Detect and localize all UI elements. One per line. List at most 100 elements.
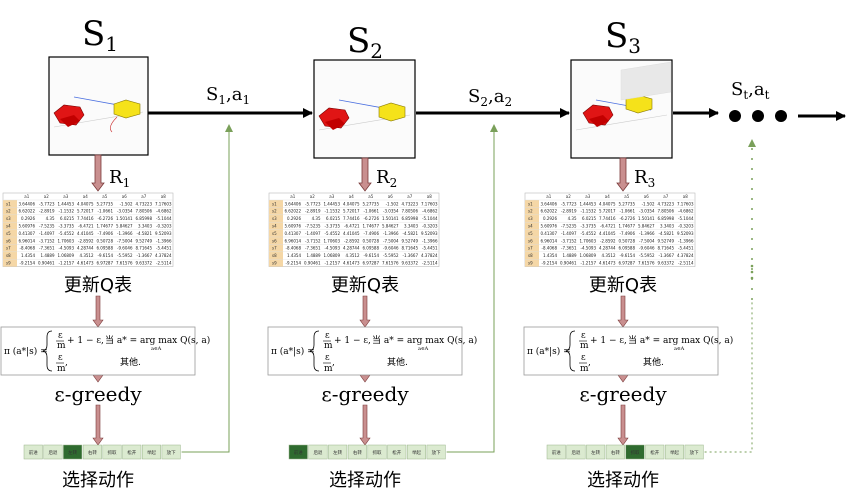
update-q-label: 更新Q表 [331,275,399,296]
action-button[interactable]: 右转 [605,444,625,460]
svg-text:后退: 后退 [313,449,322,456]
q-cell: 8.71645 [401,246,418,251]
q-cell: 1.74677 [618,224,635,229]
action-button[interactable]: 右转 [82,444,102,460]
action-button[interactable]: 左转 [586,444,606,460]
action-button[interactable]: 举起 [664,444,684,460]
q-cell: 7.74416 [599,216,616,221]
q-cell: 7.74416 [343,216,360,221]
action-button[interactable]: 后退 [308,444,328,460]
q-cell: 1.50141 [638,216,655,221]
q-cell: 6.96014 [18,238,35,243]
q-cell: 4.28744 [599,246,616,251]
q-cell: 7.17603 [677,201,694,206]
action-button[interactable]: 前进 [23,444,43,460]
q-cell: 0.50728 [96,238,113,243]
q-row-header: s9 [272,261,277,266]
action-button[interactable]: 松开 [645,444,665,460]
q-cell: 5.84627 [638,224,655,229]
svg-text:m: m [324,364,333,374]
q-cell: -1.3966 [639,231,655,236]
action-button[interactable]: 放下 [684,444,704,460]
q-row-header: s1 [272,201,277,206]
q-cell: 6.09588 [618,246,635,251]
q-cell: -9.6154 [364,253,380,258]
q-cell: 1.4354 [287,253,301,258]
svg-text:松开: 松开 [127,449,136,456]
action-button[interactable]: 抓取 [625,444,645,460]
q-cell: 1.44453 [579,201,596,206]
q-cell: -2.8592 [78,238,94,243]
q-row-header: s7 [272,246,277,251]
q-cell: -5.4552 [581,231,597,236]
reward-label: R3 [634,167,655,190]
action-button[interactable]: 举起 [141,444,161,460]
q-cell: 4.37824 [677,253,694,258]
q-cell: -5.4552 [59,231,75,236]
svg-text:右转: 右转 [611,449,620,456]
action-button[interactable]: 松开 [387,444,407,460]
q-cell: -3.3735 [581,224,597,229]
svg-text:其他.: 其他. [643,356,664,368]
action-button[interactable]: 右转 [347,444,367,460]
q-cell: 4.37824 [155,253,172,258]
action-button[interactable]: 左转 [63,444,83,460]
q-row-header: s9 [528,261,533,266]
action-button[interactable]: 放下 [161,444,181,460]
q-cell: -0.3203 [422,224,438,229]
action-button[interactable]: 松开 [122,444,142,460]
q-cell: 6.97287 [618,261,635,266]
simulation-image [48,56,149,156]
q-cell: 6.97287 [96,261,113,266]
q-cell: 4.3512 [80,253,94,258]
action-button[interactable]: 后退 [566,444,586,460]
q-cell: -1.0661 [98,209,114,214]
svg-text:其他.: 其他. [387,356,408,368]
q-cell: 0.90461 [38,261,55,266]
action-button[interactable]: 左转 [328,444,348,460]
q-cell: 0.90461 [560,261,577,266]
q-row-header: s7 [6,246,11,251]
q-cell: -9.6046 [117,246,133,251]
flow-down-arrow [617,295,629,328]
q-cell: -7.4906 [98,231,114,236]
svg-text:ε: ε [581,353,586,363]
svg-text:举起: 举起 [412,449,421,456]
svg-text:左转: 左转 [68,449,77,456]
action-button[interactable]: 抓取 [102,444,122,460]
svg-text:m: m [324,341,333,351]
q-col-header: a3 [585,194,590,199]
action-button[interactable]: 前进 [288,444,308,460]
action-button[interactable]: 抓取 [367,444,387,460]
q-cell: -1.3667 [659,253,675,258]
svg-text:m: m [57,341,66,351]
q-col-header: a4 [605,194,610,199]
action-button[interactable]: 放下 [426,444,446,460]
q-cell: 0.2926 [21,216,35,221]
q-row-header: s5 [528,231,533,236]
q-cell: 1.74677 [96,224,113,229]
q-col-header: a2 [310,194,315,199]
action-button-bar: 前进后退左转右转抓取松开举起放下 [546,444,704,460]
q-cell: 5.60976 [18,224,35,229]
q-cell: 4.41045 [343,231,360,236]
svg-text:a∈A: a∈A [151,346,162,352]
q-cell: -1.3667 [403,253,419,258]
q-cell: -3.7152 [39,238,55,243]
q-cell: -6.2726 [620,216,636,221]
svg-text:后退: 后退 [48,449,57,456]
q-row-header: s5 [6,231,11,236]
simulation-image [313,59,416,159]
q-cell: -6.2726 [98,216,114,221]
q-row-header: s8 [6,253,11,258]
action-button[interactable]: 后退 [43,444,63,460]
action-button[interactable]: 举起 [406,444,426,460]
q-row-header: s3 [6,216,11,221]
q-col-header: a5 [624,194,629,199]
q-cell: 5.72017 [77,209,94,214]
ellipsis-dots [729,110,787,122]
action-button[interactable]: 前进 [546,444,566,460]
q-cell: 3.3403 [404,224,418,229]
q-cell: 5.60976 [540,224,557,229]
